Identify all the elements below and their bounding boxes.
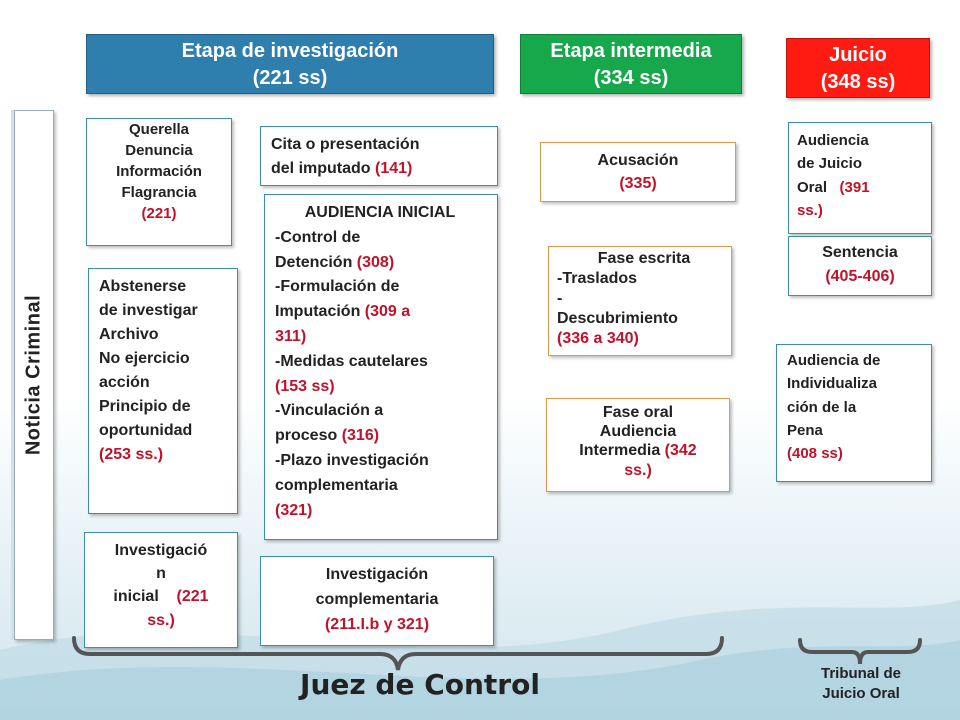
plazo-line1: -Plazo investigación <box>275 451 429 469</box>
inicial-article-ref1: (221 <box>176 588 209 606</box>
noticia-criminal-bar: Noticia Criminal <box>14 110 54 640</box>
control-article-ref: (308) <box>356 253 395 271</box>
juez-de-control-label: Juez de Control <box>300 668 540 701</box>
cita-article-ref: (141) <box>375 160 413 177</box>
formulacion-article-ref2: 311) <box>275 327 307 345</box>
complementaria-line2: complementaria <box>315 590 439 608</box>
juicio-oral-line2: de Juicio <box>797 155 863 173</box>
noticia-criminal-label: Noticia Criminal <box>22 294 45 456</box>
juicio-oral-line1: Audiencia <box>797 132 869 149</box>
control-line2: Detención <box>275 253 353 271</box>
de-investigar-line: de investigar <box>99 302 198 319</box>
principio-line: Principio de <box>99 398 191 415</box>
header-etapa-investigacion-articles: (221 ss) <box>252 67 328 89</box>
individualizacion-line2: Individualiza <box>787 375 878 393</box>
cita-line1: Cita o presentación <box>271 136 420 153</box>
acusacion-line: Acusación <box>597 152 679 169</box>
control-line1: -Control de <box>275 228 361 246</box>
accion-line: acción <box>99 374 150 391</box>
audiencia-intermedia-line1: Audiencia <box>599 423 677 441</box>
sentencia-line: Sentencia <box>822 244 898 261</box>
fase-oral-article-ref2: ss.) <box>624 461 652 479</box>
individualizacion-line1: Audiencia de <box>787 352 881 369</box>
formulacion-line2: Imputación <box>275 303 361 321</box>
descubrimiento-dash: - <box>557 290 563 307</box>
vinculacion-line1: -Vinculación a <box>275 402 384 420</box>
archivo-line: Archivo <box>99 326 159 343</box>
audiencia-intermedia-line2: Intermedia <box>579 442 661 460</box>
formulacion-line1: -Formulación de <box>275 278 400 296</box>
audiencia-inicial-title: AUDIENCIA INICIAL <box>304 204 456 221</box>
box-acusacion: Acusación (335) <box>540 142 736 202</box>
sentencia-article-ref: (405-406) <box>825 268 895 285</box>
header-juicio-articles: (348 ss) <box>820 71 896 93</box>
denuncia-line: Denuncia <box>125 142 193 159</box>
box-audiencia-inicial: AUDIENCIA INICIAL -Control de Detención … <box>264 194 498 540</box>
header-etapa-intermedia-title: Etapa intermedia <box>550 40 712 62</box>
plazo-line2: complementaria <box>275 476 398 494</box>
juicio-oral-line3: Oral <box>797 178 828 196</box>
box-individualizacion-pena: Audiencia de Individualiza ción de la Pe… <box>776 344 932 482</box>
cita-line2: del imputado <box>271 160 371 177</box>
querella-line: Querella <box>128 121 190 138</box>
fase-oral-article-ref1: (342 <box>664 442 697 460</box>
juicio-oral-article-ref2: ss.) <box>797 201 823 219</box>
querella-article-ref: (221) <box>141 205 177 222</box>
flagrancia-line: Flagrancia <box>121 184 197 201</box>
box-cita-presentacion: Cita o presentación del imputado (141) <box>260 126 498 186</box>
header-juicio: Juicio (348 ss) <box>786 38 930 98</box>
traslados-line: -Traslados <box>557 270 638 287</box>
box-investigacion-inicial: Investigació n inicial (221 ss.) <box>84 532 238 648</box>
descubrimiento-line: Descubrimiento <box>557 310 678 327</box>
complementaria-article-ref: (211.I.b y 321) <box>324 615 430 633</box>
box-abstenerse: Abstenerse de investigar Archivo No ejer… <box>88 268 238 514</box>
box-querella-denuncia: Querella Denuncia Información Flagrancia… <box>86 118 232 246</box>
individualizacion-line4: Pena <box>787 421 823 439</box>
tribunal-line2: Juicio Oral <box>822 685 900 703</box>
brace-tribunal-juicio-oral <box>798 638 922 665</box>
medidas-line1: -Medidas cautelares <box>275 352 428 370</box>
box-investigacion-complementaria: Investigación complementaria (211.I.b y … <box>260 556 494 646</box>
inicial-article-ref2: ss.) <box>147 611 175 629</box>
box-audiencia-juicio-oral: Audiencia de Juicio Oral (391 ss.) <box>788 122 932 234</box>
header-etapa-intermedia: Etapa intermedia (334 ss) <box>520 34 742 94</box>
plazo-article-ref: (321) <box>275 501 313 519</box>
box-fase-oral: Fase oral Audiencia Intermedia (342 ss.) <box>546 398 730 492</box>
abstenerse-line: Abstenerse <box>99 278 187 295</box>
vinculacion-line2: proceso <box>275 427 338 445</box>
individualizacion-article-ref: (408 ss) <box>787 445 843 462</box>
investigacion-inicial-line2: n <box>156 565 166 583</box>
box-fase-escrita: Fase escrita -Traslados - Descubrimiento… <box>548 246 732 356</box>
medidas-article-ref: (153 ss) <box>275 377 335 395</box>
fase-escrita-article-ref: (336 a 340) <box>557 330 639 347</box>
oportunidad-line: oportunidad <box>99 422 193 439</box>
complementaria-line1: Investigación <box>325 566 429 583</box>
individualizacion-line3: ción de la <box>787 398 857 416</box>
fase-escrita-title: Fase escrita <box>597 250 691 267</box>
fase-oral-line: Fase oral <box>602 404 674 421</box>
formulacion-article-ref1: (309 a <box>364 303 411 321</box>
investigacion-inicial-line3: inicial (221 <box>85 585 237 608</box>
no-ejercicio-line: No ejercicio <box>99 350 190 367</box>
tribunal-juicio-oral-label: Tribunal de Juicio Oral <box>776 664 946 705</box>
header-etapa-investigacion-title: Etapa de investigación <box>181 40 399 62</box>
box-sentencia: Sentencia (405-406) <box>788 236 932 296</box>
header-juicio-title: Juicio <box>829 44 887 66</box>
juicio-oral-article-ref1: (391 <box>839 178 870 196</box>
investigacion-inicial-line1: Investigació <box>114 542 208 559</box>
vinculacion-article-ref: (316) <box>341 427 380 445</box>
tribunal-line1: Tribunal de <box>820 665 901 682</box>
brace-juez-de-control <box>72 636 724 671</box>
abstenerse-article-ref: (253 ss.) <box>99 446 164 463</box>
header-etapa-intermedia-articles: (334 ss) <box>593 67 669 89</box>
informacion-line: Información <box>116 163 202 180</box>
acusacion-article-ref: (335) <box>619 175 657 193</box>
inicial-word: inicial <box>113 588 159 606</box>
header-etapa-investigacion: Etapa de investigación (221 ss) <box>86 34 494 94</box>
